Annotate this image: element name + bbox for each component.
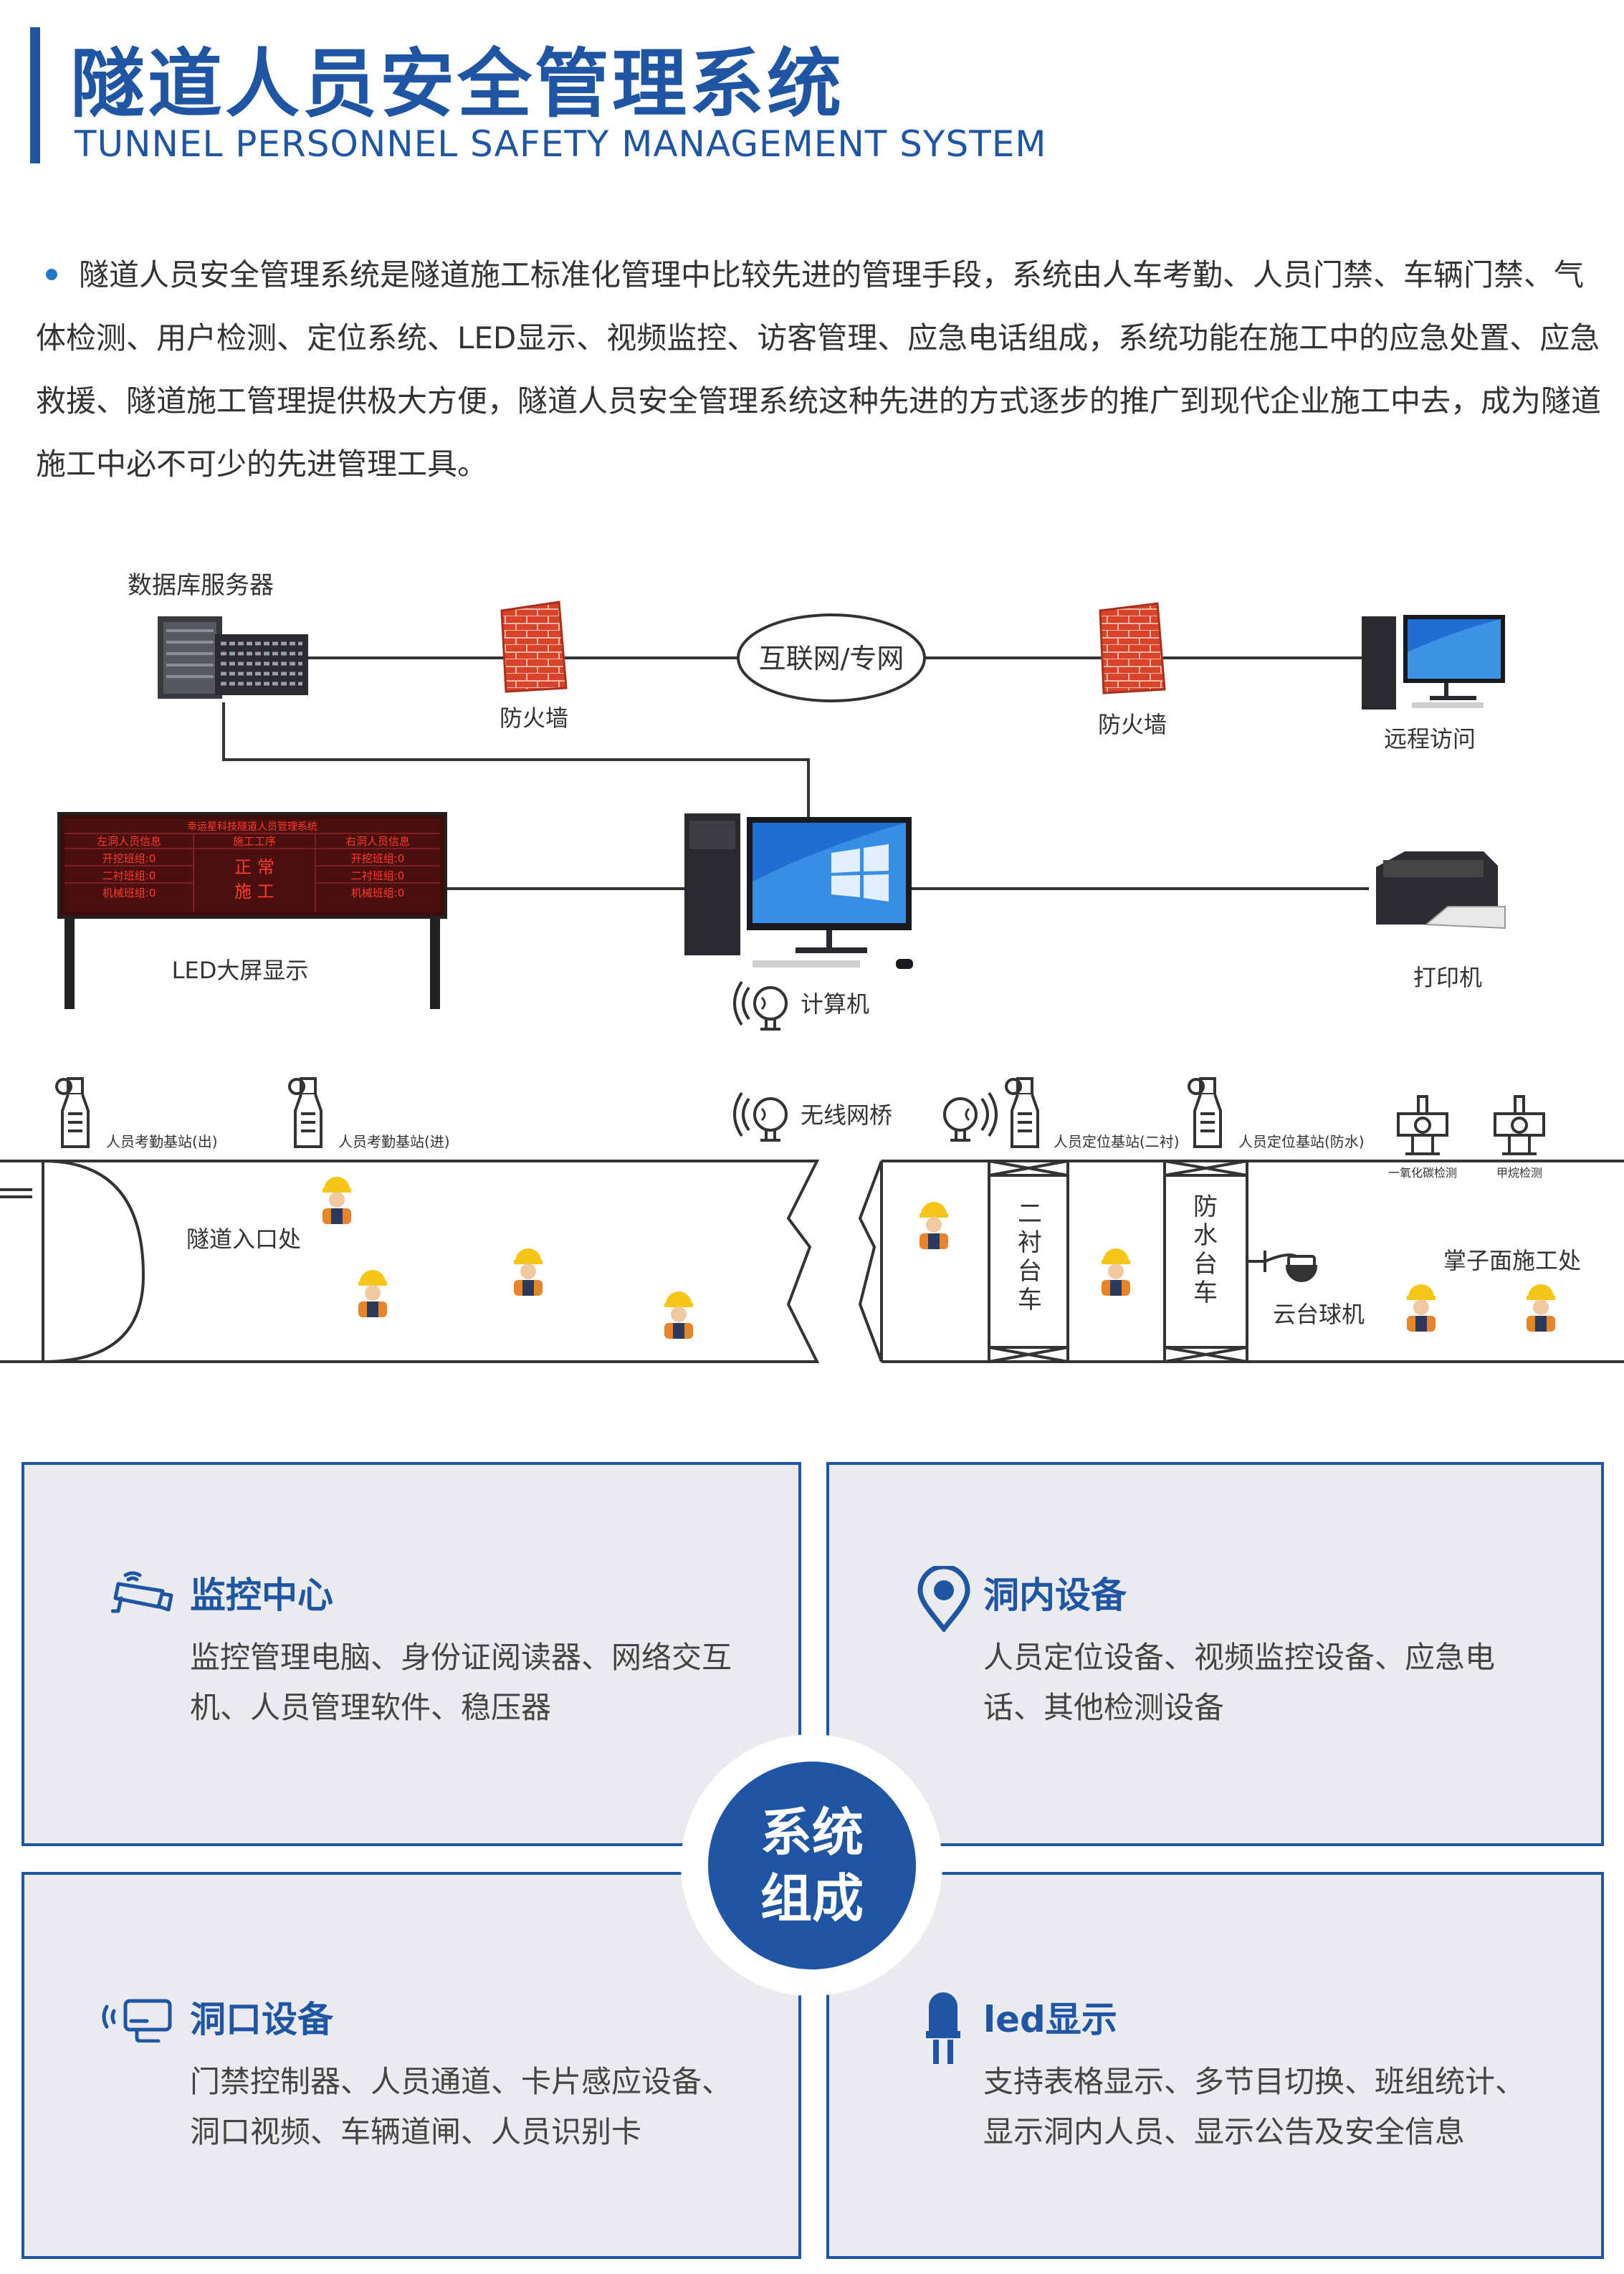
panel-tunnel-equipment bbox=[826, 1462, 1604, 1846]
worker-icon bbox=[1407, 1284, 1436, 1332]
panel-portal-equipment bbox=[22, 1872, 801, 2259]
worker-icon bbox=[1102, 1248, 1130, 1296]
tunnel-entrance-label: 隧道入口处 bbox=[186, 1226, 301, 1253]
antenna-icon bbox=[733, 980, 788, 1031]
led-col-left: 左洞人员信息 bbox=[97, 835, 161, 848]
waterproof-trolley-char: 台 bbox=[1193, 1250, 1218, 1279]
station-in-label: 人员考勤基站(进) bbox=[338, 1133, 450, 1150]
page-subtitle: TUNNEL PERSONNEL SAFETY MANAGEMENT SYSTE… bbox=[75, 123, 1047, 165]
lining-trolley-label: 二 衬 台 车 bbox=[1018, 1200, 1042, 1314]
cctv-camera-icon bbox=[111, 1571, 173, 1613]
led-row: 开挖班组:0 bbox=[351, 852, 405, 865]
station-lining-label: 人员定位基站(二衬) bbox=[1054, 1133, 1180, 1150]
remote-access-label: 远程访问 bbox=[1384, 725, 1476, 753]
bullet-dot bbox=[46, 268, 57, 280]
worker-icon bbox=[920, 1202, 948, 1249]
worker-icon bbox=[1527, 1284, 1555, 1332]
tunnel-right-outline bbox=[858, 1160, 1624, 1363]
system-diagram: 数据库服务器 防火墙 互联网/专网 防火墙 远程访问 幸运星科技隧道人员管理系统… bbox=[0, 571, 1624, 1363]
database-server-icon bbox=[158, 616, 308, 699]
intro-paragraph: 隧道人员安全管理系统是隧道施工标准化管理中比较先进的管理手段，系统由人车考勤、人… bbox=[36, 244, 1613, 496]
led-row: 开挖班组:0 bbox=[102, 852, 156, 865]
tunnel-left-outline bbox=[0, 1160, 820, 1363]
panel-title: led显示 bbox=[983, 1999, 1117, 2040]
panel-desc: 门禁控制器、人员通道、卡片感应设备、洞口视频、车辆道闸、人员识别卡 bbox=[190, 2064, 732, 2149]
led-diode-icon bbox=[926, 1992, 960, 2064]
firewall-label: 防火墙 bbox=[500, 704, 568, 732]
methane-detect-label: 甲烷检测 bbox=[1496, 1166, 1542, 1180]
wireless-bridge-label: 无线网桥 bbox=[801, 1102, 892, 1129]
base-station-icon bbox=[55, 1077, 90, 1148]
waterproof-trolley-char: 车 bbox=[1193, 1279, 1218, 1307]
led-row: 机械班组:0 bbox=[351, 887, 405, 899]
led-title: 幸运星科技隧道人员管理系统 bbox=[187, 821, 317, 833]
card-reader-icon bbox=[102, 1999, 172, 2043]
led-col-mid: 施工工序 bbox=[233, 835, 276, 848]
led-status: 施 工 bbox=[234, 882, 274, 902]
antenna-icon-right bbox=[943, 1091, 998, 1142]
co-detector-icon bbox=[1397, 1095, 1448, 1155]
db-server-label: 数据库服务器 bbox=[128, 571, 274, 600]
computer-label: 计算机 bbox=[801, 990, 869, 1018]
base-station-icon bbox=[288, 1077, 323, 1148]
led-col-right: 右洞人员信息 bbox=[345, 835, 410, 848]
panel-desc: 支持表格显示、多节目切换、班组统计、显示洞内人员、显示公告及安全信息 bbox=[983, 2064, 1526, 2149]
intro-text: 隧道人员安全管理系统是隧道施工标准化管理中比较先进的管理手段，系统由人车考勤、人… bbox=[36, 257, 1602, 482]
worker-icon bbox=[323, 1177, 351, 1224]
methane-detector-icon bbox=[1494, 1095, 1545, 1155]
lining-trolley-char: 台 bbox=[1018, 1257, 1042, 1286]
panel-title: 洞口设备 bbox=[190, 1999, 333, 2040]
firewall-icon bbox=[500, 601, 568, 693]
led-screen-board: 幸运星科技隧道人员管理系统 左洞人员信息 施工工序 右洞人员信息 开挖班组:0 … bbox=[57, 812, 447, 1009]
computer-icon bbox=[684, 813, 913, 969]
title-accent-bar bbox=[30, 27, 40, 163]
led-row: 二衬班组:0 bbox=[102, 869, 156, 882]
firewall-label-2: 防火墙 bbox=[1098, 711, 1167, 738]
printer-icon bbox=[1376, 851, 1506, 930]
page-title: 隧道人员安全管理系统 bbox=[70, 40, 845, 128]
led-screen-label: LED大屏显示 bbox=[172, 957, 309, 984]
printer-label: 打印机 bbox=[1413, 964, 1482, 991]
station-waterproof-label: 人员定位基站(防水) bbox=[1238, 1133, 1365, 1150]
firewall-icon bbox=[1099, 602, 1166, 694]
worker-icon bbox=[514, 1248, 543, 1296]
waterproof-trolley-char: 水 bbox=[1193, 1221, 1218, 1250]
waterproof-trolley-label: 防 水 台 车 bbox=[1193, 1193, 1218, 1307]
led-row: 机械班组:0 bbox=[102, 887, 156, 899]
co-detect-label: 一氧化碳检测 bbox=[1388, 1166, 1457, 1180]
panel-title: 洞内设备 bbox=[983, 1575, 1127, 1616]
panel-desc: 监控管理电脑、身份证阅读器、网络交互机、人员管理软件、稳压器 bbox=[190, 1640, 732, 1725]
location-pin-icon bbox=[917, 1566, 970, 1632]
lining-trolley-char: 衬 bbox=[1018, 1228, 1042, 1257]
remote-computer-icon bbox=[1362, 615, 1505, 710]
lining-trolley-char: 车 bbox=[1018, 1286, 1042, 1314]
base-station-icon bbox=[1188, 1077, 1222, 1148]
base-station-icon bbox=[1005, 1077, 1039, 1148]
face-work-label: 掌子面施工处 bbox=[1443, 1247, 1581, 1274]
panel-title: 监控中心 bbox=[190, 1575, 333, 1616]
panel-led-display bbox=[826, 1872, 1604, 2259]
antenna-icon bbox=[733, 1091, 788, 1142]
station-out-label: 人员考勤基站(出) bbox=[106, 1133, 218, 1150]
ptz-camera-icon bbox=[1248, 1251, 1318, 1282]
waterproof-trolley-char: 防 bbox=[1193, 1193, 1218, 1221]
lining-trolley-char: 二 bbox=[1018, 1200, 1042, 1228]
network-label: 互联网/专网 bbox=[759, 643, 904, 674]
panel-monitoring-center bbox=[22, 1462, 801, 1846]
center-label: 系统 bbox=[760, 1802, 864, 1863]
led-status: 正 常 bbox=[234, 857, 274, 877]
center-badge: 系统组成 bbox=[708, 1762, 916, 1969]
worker-icon bbox=[664, 1291, 693, 1339]
network-oval bbox=[737, 613, 926, 702]
center-label: 组成 bbox=[760, 1868, 864, 1929]
led-row: 二衬班组:0 bbox=[351, 869, 405, 882]
panel-desc: 人员定位设备、视频监控设备、应急电话、其他检测设备 bbox=[983, 1640, 1496, 1725]
ptz-camera-label: 云台球机 bbox=[1273, 1301, 1365, 1328]
worker-icon bbox=[358, 1270, 387, 1317]
